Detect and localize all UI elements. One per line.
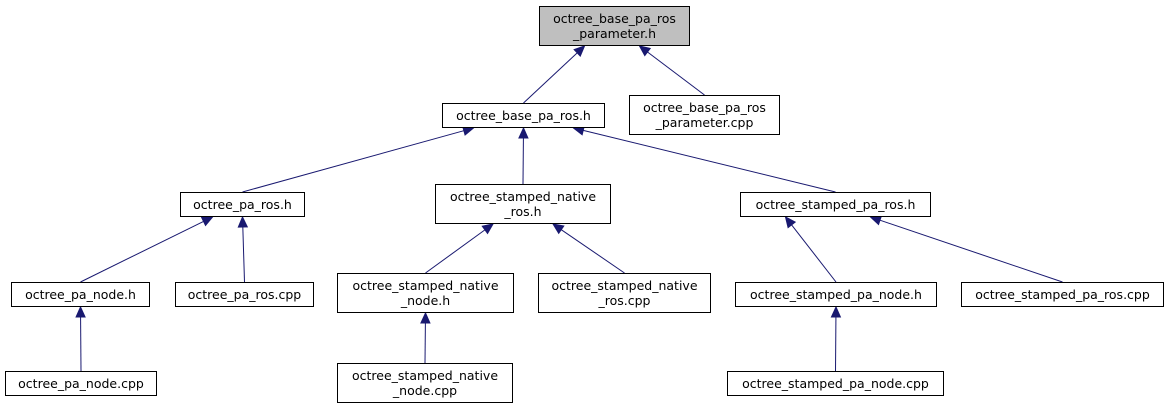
arrowhead-stamped_native_node_cpp-to-stamped_native_node_h (420, 311, 431, 324)
edge-stamped_pa_ros_h-to-base_pa_ros_h (583, 129, 836, 193)
edge-stamped_pa_ros_cpp-to-stamped_pa_ros_h (879, 219, 1063, 283)
node-octree-pa-node-cpp[interactable]: octree_pa_node.cpp (5, 371, 157, 396)
arrowhead-base_pa_ros_parameter_cpp-to-root (638, 45, 652, 57)
node-octree-stamped-native-node-h[interactable]: octree_stamped_native _node.h (337, 273, 514, 313)
node-octree-stamped-native-ros-cpp[interactable]: octree_stamped_native _ros.cpp (538, 273, 711, 313)
arrowhead-stamped_native_node_h-to-stamped_native_ros_h (481, 223, 494, 235)
edge-pa_ros_cpp-to-pa_ros_h (242, 226, 245, 283)
edge-pa_ros_h-to-base_pa_ros_h (242, 130, 464, 193)
node-octree-pa-ros-h[interactable]: octree_pa_ros.h (180, 192, 305, 217)
node-octree-stamped-pa-ros-h[interactable]: octree_stamped_pa_ros.h (740, 192, 931, 217)
arrowhead-pa_ros_cpp-to-pa_ros_h (237, 215, 249, 228)
arrowhead-stamped_pa_ros_cpp-to-stamped_pa_ros_h (869, 215, 883, 226)
node-octree-stamped-pa-node-h[interactable]: octree_stamped_pa_node.h (735, 282, 937, 307)
node-octree-base-pa-ros-parameter-cpp[interactable]: octree_base_pa_ros _parameter.cpp (629, 95, 780, 135)
edge-base_pa_ros_h-to-root (523, 52, 578, 104)
node-octree-base-pa-ros-parameter-h: octree_base_pa_ros _parameter.h (539, 6, 690, 46)
edge-stamped_native_node_h-to-stamped_native_ros_h (425, 229, 486, 274)
edge-stamped_native_ros_cpp-to-stamped_native_ros_h (560, 229, 625, 274)
arrowhead-base_pa_ros_h-to-root (573, 45, 586, 58)
node-octree-base-pa-ros-h[interactable]: octree_base_pa_ros.h (442, 103, 605, 128)
arrowhead-stamped_pa_node_cpp-to-stamped_pa_node_h (830, 305, 842, 318)
arrowhead-pa_node_h-to-pa_ros_h (200, 216, 214, 227)
edge-pa_node_h-to-pa_ros_h (80, 220, 204, 283)
node-octree-pa-node-h[interactable]: octree_pa_node.h (11, 282, 150, 307)
arrowhead-stamped_pa_node_h-to-stamped_pa_ros_h (784, 216, 797, 229)
node-octree-stamped-pa-node-cpp[interactable]: octree_stamped_pa_node.cpp (727, 371, 944, 396)
node-octree-pa-ros-cpp[interactable]: octree_pa_ros.cpp (175, 282, 314, 307)
arrowhead-stamped_native_ros_cpp-to-stamped_native_ros_h (551, 223, 565, 235)
edge-base_pa_ros_parameter_cpp-to-root (647, 51, 705, 96)
edge-stamped_pa_node_h-to-stamped_pa_ros_h (791, 224, 837, 283)
arrowhead-pa_node_cpp-to-pa_node_h (75, 305, 86, 318)
node-octree-stamped-native-ros-h[interactable]: octree_stamped_native _ros.h (435, 184, 611, 224)
node-octree-stamped-native-node-cpp[interactable]: octree_stamped_native _node.cpp (337, 363, 513, 403)
node-octree-stamped-pa-ros-cpp[interactable]: octree_stamped_pa_ros.cpp (961, 282, 1164, 307)
arrowhead-stamped_native_ros_h-to-base_pa_ros_h (518, 126, 529, 139)
